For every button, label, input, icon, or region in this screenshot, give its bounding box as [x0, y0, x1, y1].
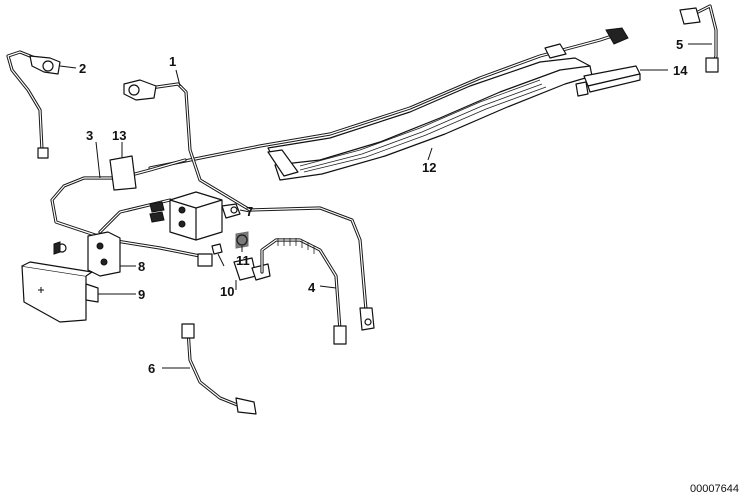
grommet-part-13: [109, 155, 137, 191]
label-8: 8: [138, 259, 145, 274]
leader-lines: [59, 43, 712, 369]
cable-part-5: [679, 4, 719, 73]
label-1: 1: [169, 54, 176, 69]
label-4: 4: [308, 280, 316, 295]
label-13: 13: [112, 128, 126, 143]
label-7: 7: [246, 204, 253, 219]
label-3: 3: [86, 128, 93, 143]
label-5: 5: [676, 37, 683, 52]
bracket-part-8: [53, 231, 121, 277]
reference-code: 00007644: [690, 483, 739, 495]
label-6: 6: [148, 361, 155, 376]
part-labels: 1 2 3 4 5 6 7 8 9 10 11 12 13 14 0000764…: [79, 37, 739, 495]
bolt-part-11: [235, 231, 249, 249]
cable-part-4: [260, 238, 347, 345]
label-11: 11: [236, 253, 250, 268]
label-2: 2: [79, 61, 86, 76]
label-14: 14: [673, 63, 688, 78]
main-battery-cable: [148, 27, 629, 170]
cable-part-6: [181, 323, 257, 415]
cable-holder-part-14: [575, 65, 641, 97]
label-12: 12: [422, 160, 436, 175]
cable-duct: [267, 57, 593, 181]
cable-part-2: [6, 50, 61, 159]
junction-block-part-7: [149, 191, 241, 241]
holder-plate-part-9: [21, 261, 99, 323]
label-10: 10: [220, 284, 234, 299]
label-9: 9: [138, 287, 145, 302]
cable-part-1: [123, 79, 375, 331]
